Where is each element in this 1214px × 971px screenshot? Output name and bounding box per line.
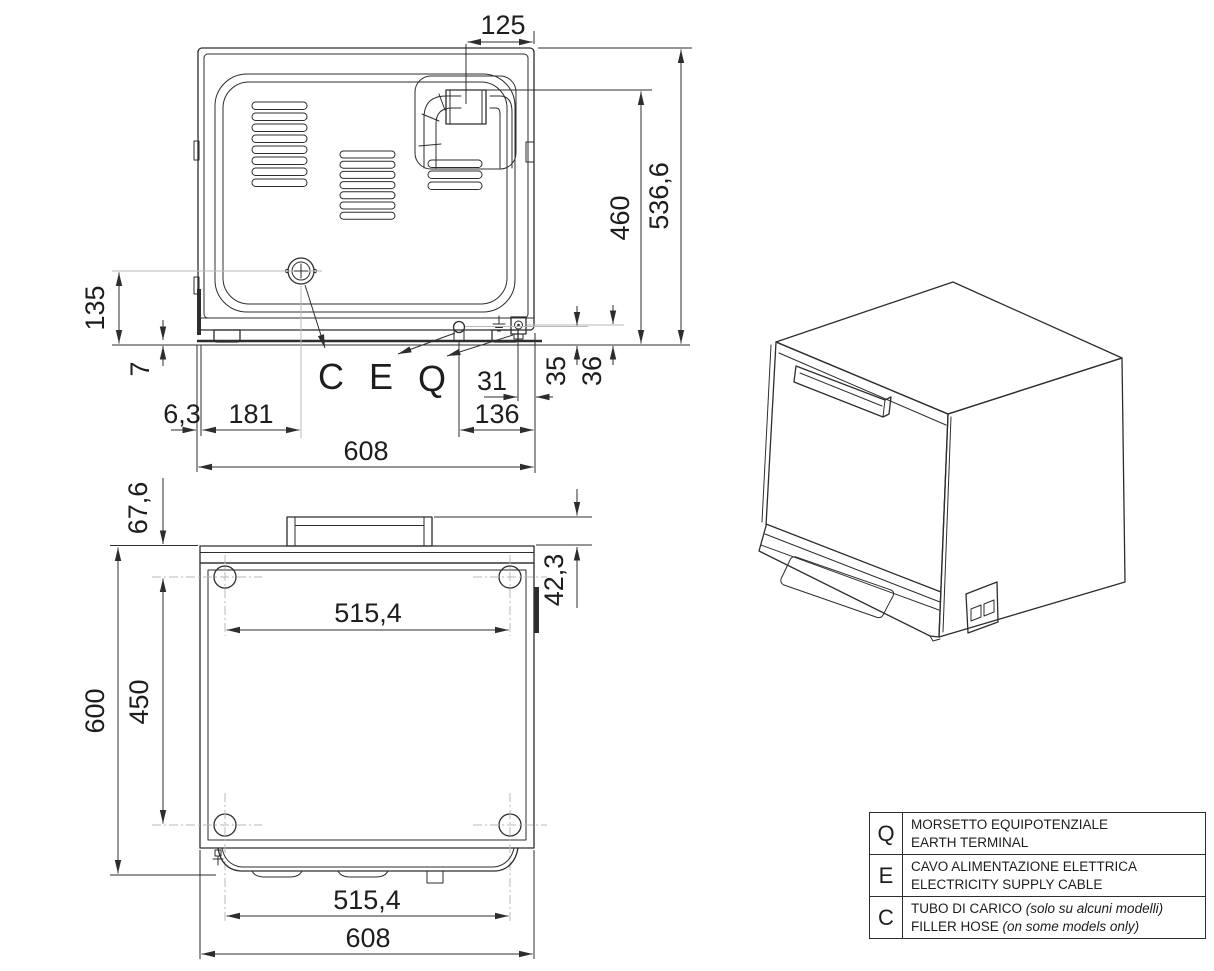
rear-body-inner-line bbox=[203, 53, 529, 319]
dim-label-31: 31 bbox=[477, 366, 507, 396]
dim-label-42-3: 42,3 bbox=[539, 554, 569, 607]
dim-label-515-4-bottom: 515,4 bbox=[333, 885, 401, 915]
dim-label-181: 181 bbox=[228, 399, 273, 429]
supply-cable-entry bbox=[452, 320, 466, 342]
legend-table: Q MORSETTO EQUIPOTENZIALE EARTH TERMINAL… bbox=[869, 811, 1206, 940]
legend-c-italian: TUBO DI CARICO bbox=[911, 901, 1026, 917]
vent-louvers-center bbox=[339, 150, 396, 220]
callout-letter-q: Q bbox=[418, 358, 446, 399]
top-view-body-inner bbox=[207, 569, 527, 841]
dim-label-450: 450 bbox=[124, 679, 154, 724]
iso-front-foot bbox=[929, 635, 941, 642]
right-edge-tab bbox=[525, 141, 535, 163]
dim-label-515-4-top: 515,4 bbox=[334, 598, 402, 628]
dim-label-67-6: 67,6 bbox=[123, 482, 153, 535]
dim-label-136: 136 bbox=[474, 399, 519, 429]
left-edge-seal-mark bbox=[197, 289, 201, 335]
iso-switch-button-right bbox=[983, 599, 995, 617]
iso-door-bottom-line1 bbox=[765, 523, 942, 593]
legend-text-e: CAVO ALIMENTAZIONE ELETTRICA ELECTRICITY… bbox=[902, 854, 1206, 898]
legend-row-q: Q MORSETTO EQUIPOTENZIALE EARTH TERMINAL bbox=[869, 811, 1206, 856]
legend-key-e: E bbox=[869, 854, 903, 898]
dim-label-600: 600 bbox=[80, 688, 110, 733]
earth-symbol-icon bbox=[492, 315, 506, 332]
callout-letter-e: E bbox=[369, 356, 393, 397]
legend-c-english: FILLER HOSE bbox=[911, 918, 1003, 934]
legend-key-c: C bbox=[869, 896, 903, 940]
legend-text-q: MORSETTO EQUIPOTENZIALE EARTH TERMINAL bbox=[902, 811, 1206, 856]
iso-door-handle bbox=[793, 365, 892, 418]
dim-label-36: 36 bbox=[577, 356, 607, 386]
dim-label-6-3: 6,3 bbox=[163, 399, 201, 429]
iso-door-top-line bbox=[778, 352, 947, 426]
front-skirt bbox=[212, 847, 519, 884]
top-view-drawing bbox=[152, 516, 547, 921]
left-edge-tab-lower bbox=[193, 276, 200, 295]
top-view-handle bbox=[286, 516, 433, 547]
left-edge-tab-upper bbox=[193, 140, 200, 161]
dim-label-rear-608: 608 bbox=[343, 436, 388, 466]
iso-door-bottom-line2 bbox=[764, 533, 941, 603]
iso-switch-button-left bbox=[970, 604, 982, 622]
dim-label-125: 125 bbox=[480, 10, 525, 40]
legend-e-english: ELECTRICITY SUPPLY CABLE bbox=[911, 876, 1103, 892]
dim-label-bottom-608: 608 bbox=[345, 923, 390, 953]
dim-label-536-6: 536,6 bbox=[644, 162, 674, 230]
iso-control-panel bbox=[965, 581, 999, 634]
dim-label-35: 35 bbox=[541, 356, 571, 386]
dim-label-460: 460 bbox=[605, 195, 635, 240]
vent-louvers-left bbox=[251, 101, 308, 187]
dim-label-135: 135 bbox=[80, 285, 110, 330]
legend-e-italian: CAVO ALIMENTAZIONE ELETTRICA bbox=[911, 859, 1138, 875]
rear-view-dimensions: 125 460 536,6 135 7 6,3 181 608 3 bbox=[80, 10, 692, 473]
legend-row-e: E CAVO ALIMENTAZIONE ELETTRICA ELECTRICI… bbox=[869, 854, 1206, 898]
legend-row-c: C TUBO DI CARICO (solo su alcuni modelli… bbox=[869, 896, 1206, 940]
dim-label-7: 7 bbox=[125, 361, 155, 376]
right-edge-hinge-mark bbox=[534, 587, 539, 633]
vent-louvers-right bbox=[427, 159, 483, 190]
legend-q-english: EARTH TERMINAL bbox=[911, 834, 1029, 850]
iso-right-face bbox=[938, 357, 1126, 638]
rear-panel-inner bbox=[222, 81, 508, 305]
iso-top-face bbox=[775, 281, 1123, 415]
rear-panel-outer bbox=[214, 73, 516, 313]
isometric-view bbox=[758, 281, 1126, 642]
callout-letter-c: C bbox=[318, 356, 344, 397]
rear-view-drawing bbox=[112, 47, 690, 346]
top-view-body-outline bbox=[199, 562, 535, 849]
legend-key-q: Q bbox=[869, 811, 903, 856]
rear-body-outline bbox=[197, 47, 535, 331]
legend-q-italian: MORSETTO EQUIPOTENZIALE bbox=[911, 817, 1109, 832]
top-view-back-plate bbox=[199, 545, 535, 564]
iso-kick-panel-recess bbox=[780, 556, 895, 619]
legend-text-c: TUBO DI CARICO (solo su alcuni modelli) … bbox=[902, 896, 1206, 940]
earth-terminal bbox=[510, 316, 527, 340]
iso-lower-panel-line bbox=[760, 544, 940, 611]
top-view-dimensions: 67,6 600 450 515,4 42,3 515,4 608 bbox=[80, 478, 592, 959]
iso-front-face bbox=[758, 341, 949, 638]
